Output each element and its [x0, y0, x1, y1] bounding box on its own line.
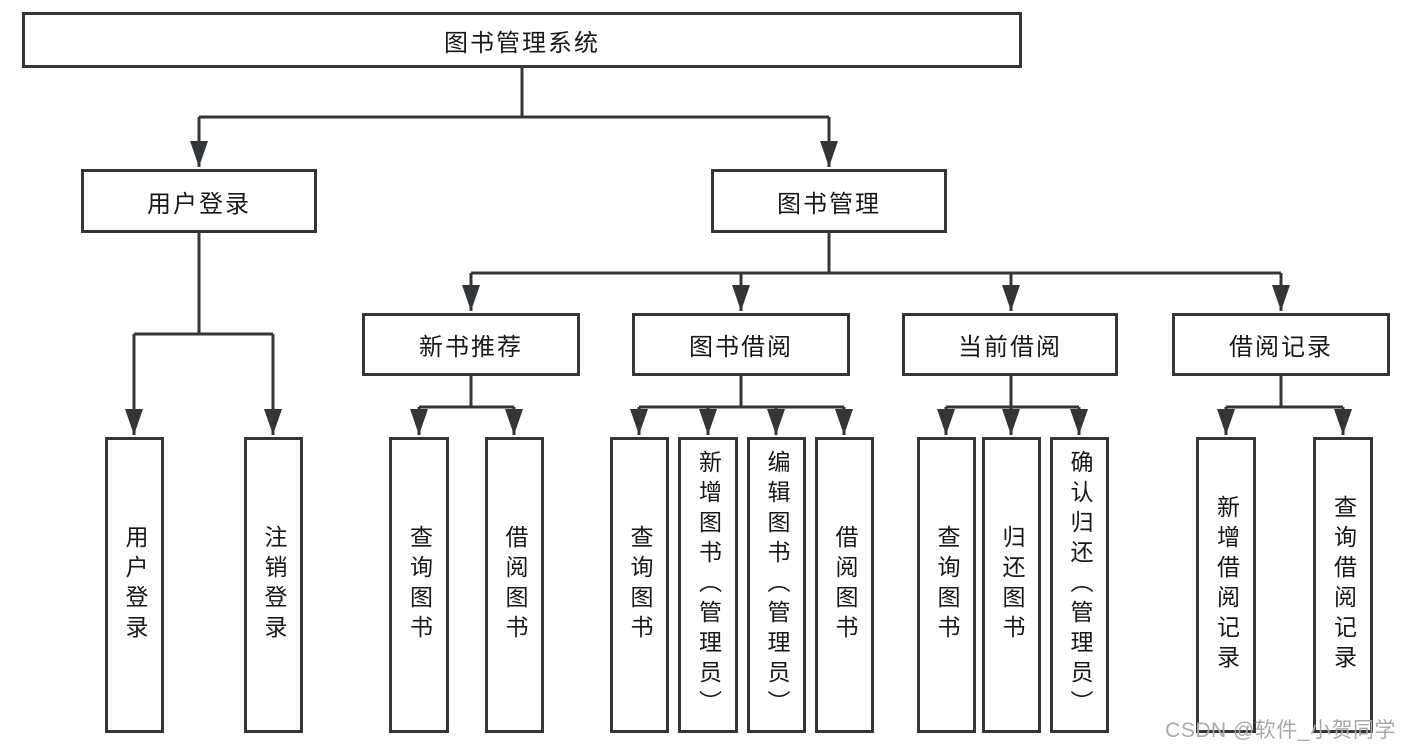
csdn-watermark: CSDN @软件_小贺同学 [1165, 719, 1396, 742]
node-label: 归还图书 [999, 525, 1025, 645]
node-label: 用户登录 [122, 525, 148, 645]
node-return-books: 归还图书 [982, 437, 1041, 733]
node-add-borrow-record: 新增借阅记录 [1196, 437, 1256, 733]
node-add-book-admin: 新增图书（管理员） [678, 437, 738, 733]
node-query-books-current: 查询图书 [917, 437, 976, 733]
node-borrow-books: 借阅图书 [815, 437, 874, 733]
node-label: 新书推荐 [419, 334, 523, 361]
node-query-books-recommend: 查询图书 [389, 437, 449, 733]
node-login: 用户登录 [105, 437, 164, 733]
node-borrow-books-recommend: 借阅图书 [485, 437, 544, 733]
node-edit-book-admin: 编辑图书（管理员） [747, 437, 806, 733]
node-label: 用户登录 [147, 190, 251, 218]
node-label: 编辑图书（管理员） [764, 450, 790, 720]
node-query-books-borrowing: 查询图书 [610, 437, 669, 733]
node-label: 查询图书 [934, 525, 960, 645]
node-label: 图书管理系统 [444, 29, 600, 57]
node-label: 当前借阅 [958, 334, 1062, 361]
node-label: 借阅图书 [832, 525, 858, 645]
node-label: 确认归还（管理员） [1067, 450, 1093, 720]
node-user-login-module: 用户登录 [81, 169, 317, 233]
node-label: 图书借阅 [689, 334, 793, 361]
node-label: 新增借阅记录 [1213, 495, 1240, 675]
node-book-management: 图书管理 [711, 169, 947, 233]
node-label: 查询图书 [406, 525, 433, 645]
node-book-borrowing: 图书借阅 [632, 313, 850, 376]
node-label: 图书管理 [777, 190, 881, 218]
node-new-book-recommend: 新书推荐 [362, 313, 580, 376]
node-label: 借阅记录 [1229, 334, 1333, 361]
node-library-system: 图书管理系统 [22, 12, 1022, 68]
node-label: 注销登录 [261, 525, 287, 645]
node-label: 借阅图书 [502, 525, 528, 645]
node-borrow-records: 借阅记录 [1172, 313, 1390, 376]
node-label: 查询图书 [627, 525, 653, 645]
node-confirm-return-admin: 确认归还（管理员） [1050, 437, 1109, 733]
node-label: 新增图书（管理员） [695, 450, 722, 720]
node-query-borrow-record: 查询借阅记录 [1313, 437, 1373, 733]
node-label: 查询借阅记录 [1330, 495, 1357, 675]
node-logout: 注销登录 [244, 437, 303, 733]
node-current-borrowing: 当前借阅 [902, 313, 1118, 376]
